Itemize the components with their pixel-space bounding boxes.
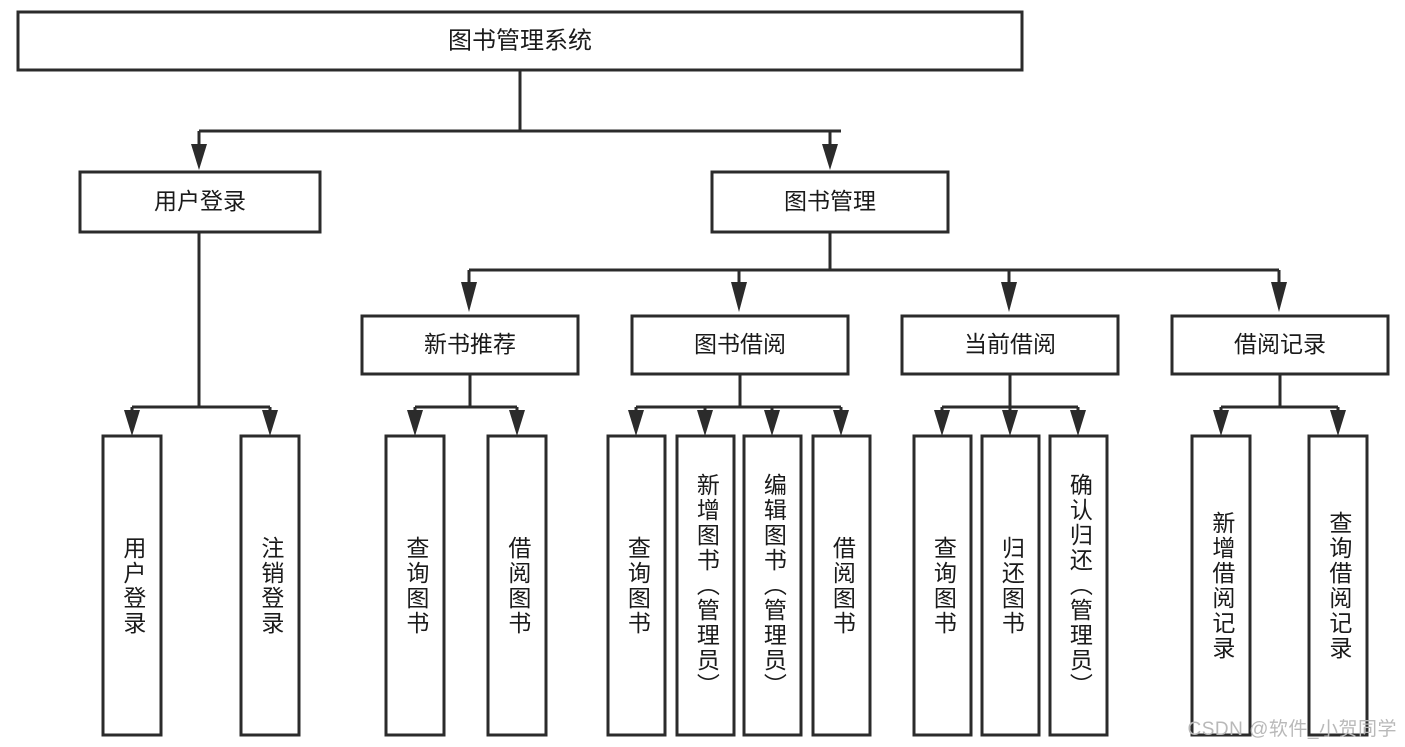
node-rect-root <box>16 10 1024 72</box>
arrow-head-currentborrow-2 <box>1070 410 1086 436</box>
leaf-rect-book-borrow-3[interactable] <box>811 434 872 737</box>
leaf-rect-user-login-1[interactable] <box>239 434 301 737</box>
leaf-rect-borrow-record-0[interactable] <box>1190 434 1252 737</box>
arrow-head-bookborrow-1 <box>697 410 713 436</box>
node-label-root: 图书管理系统 <box>448 27 592 54</box>
leaf-rect-user-login-0[interactable] <box>101 434 163 737</box>
node-book-borrow[interactable]: 图书借阅 <box>630 314 850 376</box>
watermark-text: CSDN @软件_小贺同学 <box>1187 719 1397 740</box>
connector-group-book-manage <box>461 232 1287 312</box>
node-rect-borrow-record <box>1170 314 1390 376</box>
arrow-head-newbook-0 <box>407 410 423 436</box>
arrow-head-bookborrow-2 <box>764 410 780 436</box>
node-borrow-record[interactable]: 借阅记录 <box>1170 314 1390 376</box>
arrow-head-bookmanage-2 <box>1001 282 1017 312</box>
node-label-borrow-record: 借阅记录 <box>1234 331 1326 357</box>
node-rect-book-borrow <box>630 314 850 376</box>
arrow-head-bookborrow-3 <box>833 410 849 436</box>
connector-group-root <box>191 70 841 170</box>
arrow-head-newbook-1 <box>509 410 525 436</box>
arrow-head-borrowrecord-0 <box>1213 410 1229 436</box>
connector-group-new-book <box>407 375 525 436</box>
connector-group-borrow-record <box>1213 375 1346 436</box>
node-rect-book-manage <box>710 170 950 234</box>
leaf-rect-current-borrow-2[interactable] <box>1048 434 1109 737</box>
node-label-user-login: 用户登录 <box>154 188 246 214</box>
leaf-rect-borrow-record-1[interactable] <box>1307 434 1369 737</box>
node-label-new-book-recommend: 新书推荐 <box>424 331 516 357</box>
node-label-book-manage: 图书管理 <box>784 188 876 214</box>
connector-group-user-login <box>124 232 278 436</box>
node-rect-current-borrow <box>900 314 1120 376</box>
arrow-head-userlogin-1 <box>262 410 278 436</box>
leaf-rect-book-borrow-0[interactable] <box>606 434 667 737</box>
node-label-current-borrow: 当前借阅 <box>964 331 1056 357</box>
leaf-rect-new-book-1[interactable] <box>486 434 548 737</box>
arrow-head-bookborrow-0 <box>628 410 644 436</box>
leaf-rect-book-borrow-2[interactable] <box>742 434 803 737</box>
leaf-rect-current-borrow-1[interactable] <box>980 434 1041 737</box>
arrow-head-bookmanage-0 <box>461 282 477 312</box>
node-user-login[interactable]: 用户登录 <box>78 170 322 234</box>
arrow-head-bookmanage-3 <box>1271 282 1287 312</box>
arrow-head-root-0 <box>191 144 207 170</box>
connector-group-current-borrow <box>934 375 1086 436</box>
arrow-head-borrowrecord-1 <box>1330 410 1346 436</box>
arrow-head-root-1 <box>822 144 838 170</box>
node-new-book-recommend[interactable]: 新书推荐 <box>360 314 580 376</box>
arrow-head-bookmanage-1 <box>731 282 747 312</box>
arrow-head-currentborrow-1 <box>1002 410 1018 436</box>
connector-group-book-borrow <box>628 375 849 436</box>
node-rect-user-login <box>78 170 322 234</box>
node-book-manage[interactable]: 图书管理 <box>710 170 950 234</box>
node-label-book-borrow: 图书借阅 <box>694 331 786 357</box>
node-root-system[interactable]: 图书管理系统 <box>16 10 1024 72</box>
arrow-head-userlogin-0 <box>124 410 140 436</box>
node-rect-new-book-recommend <box>360 314 580 376</box>
leaf-rect-new-book-0[interactable] <box>384 434 446 737</box>
node-current-borrow[interactable]: 当前借阅 <box>900 314 1120 376</box>
leaf-rect-book-borrow-1[interactable] <box>675 434 736 737</box>
leaf-rect-current-borrow-0[interactable] <box>912 434 973 737</box>
arrow-head-currentborrow-0 <box>934 410 950 436</box>
